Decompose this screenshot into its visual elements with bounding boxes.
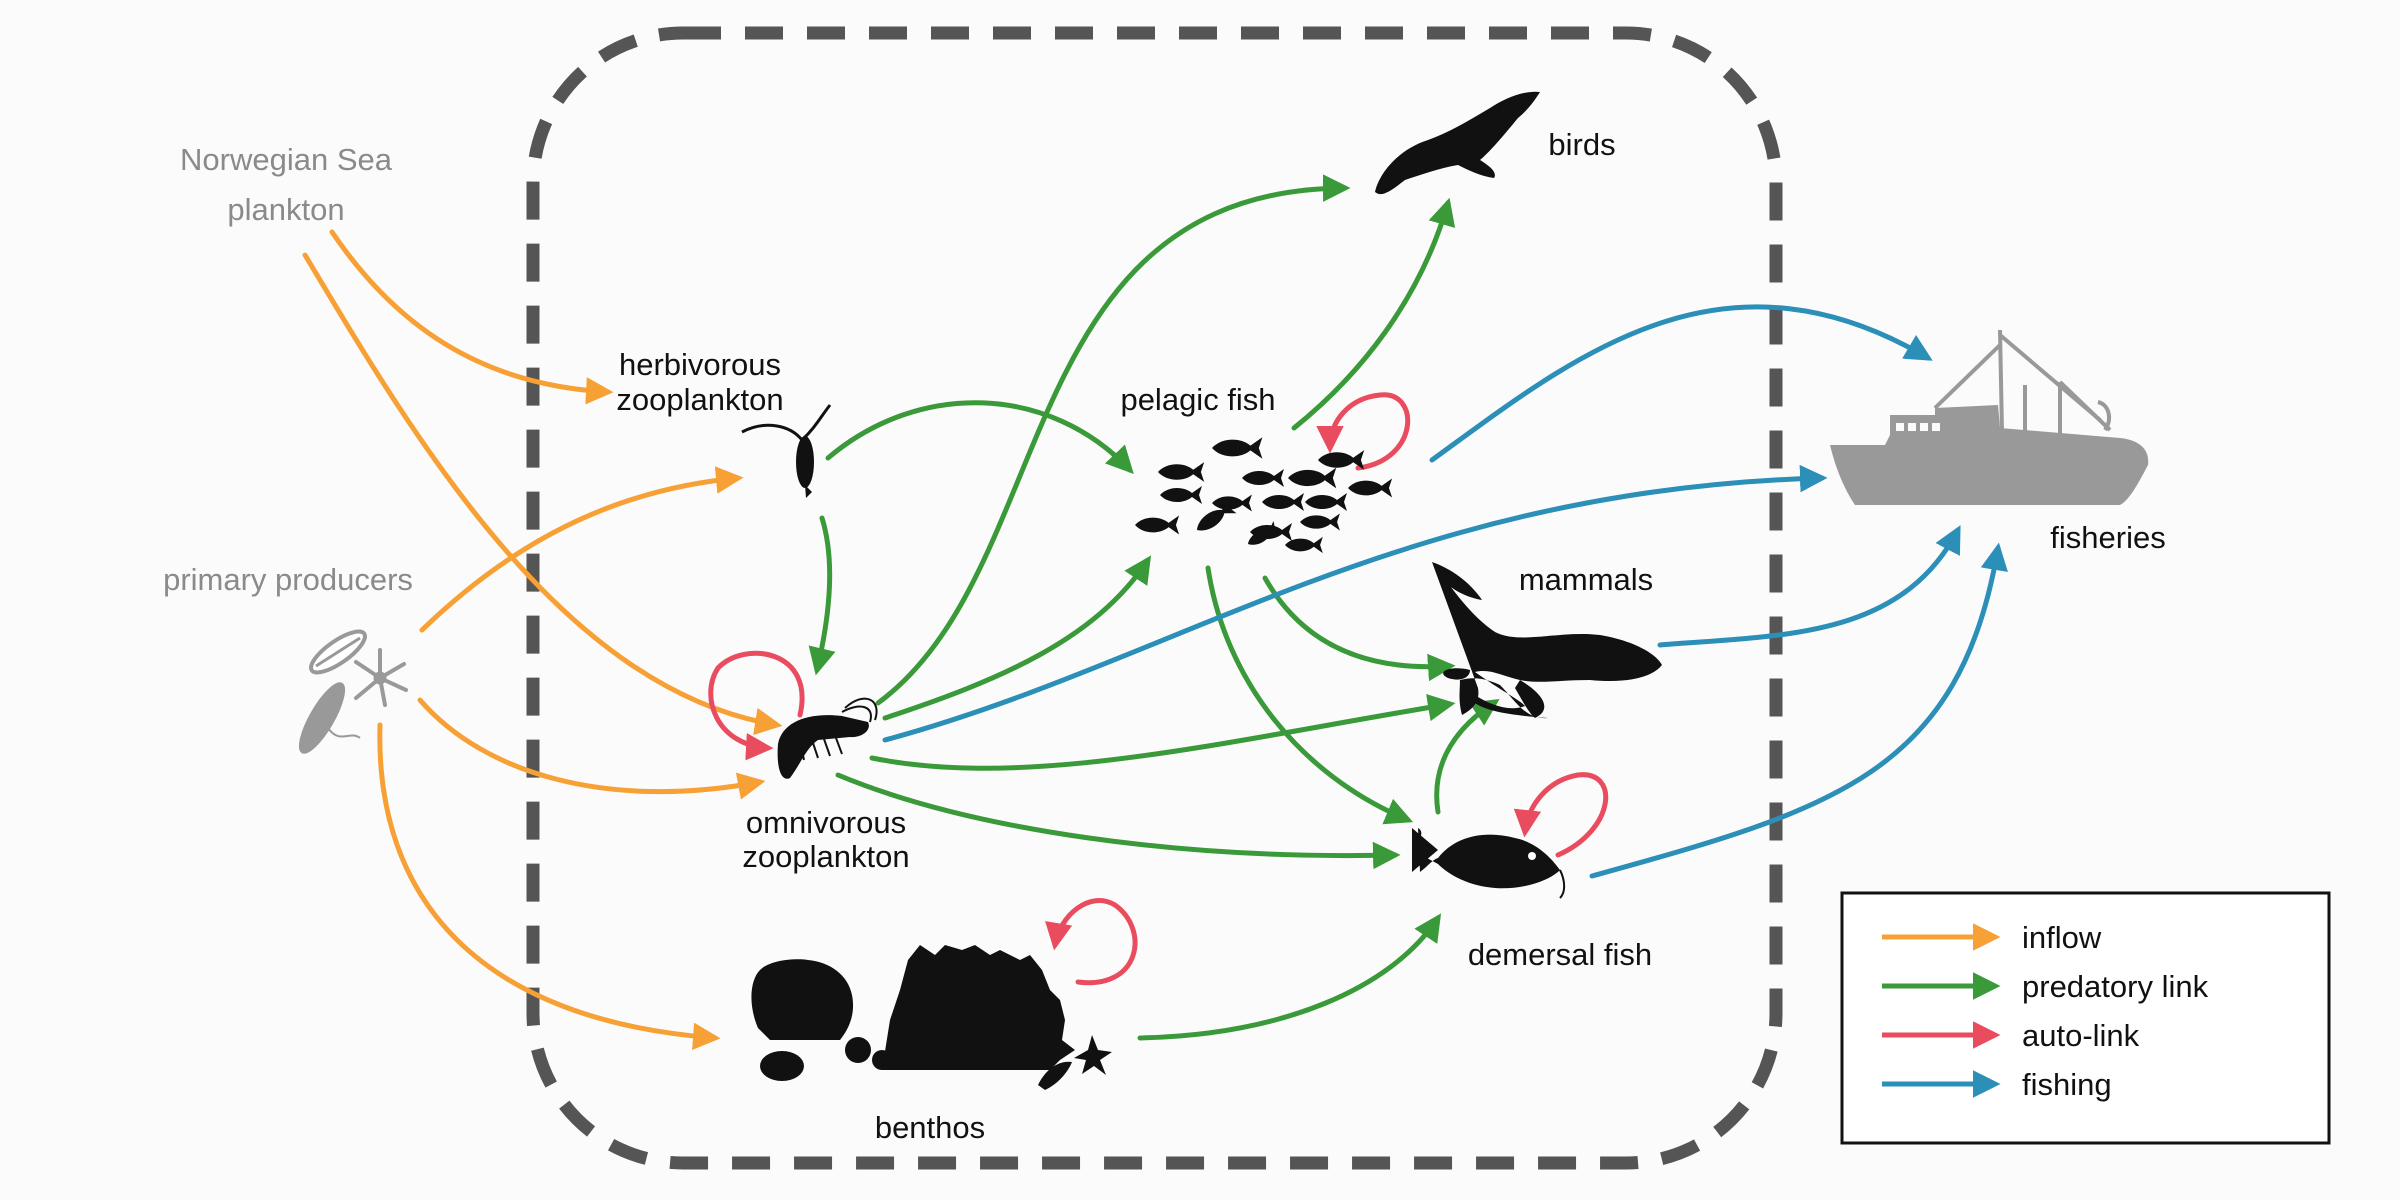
auto-link-pelagic <box>1316 392 1411 471</box>
omnivorous-to-mammals <box>869 693 1456 771</box>
benthos-label: benthos <box>875 1110 985 1145</box>
pelagic-to-birds <box>1291 197 1456 431</box>
fishing-demersal <box>1589 542 2008 879</box>
legend-label-predatory: predatory link <box>2022 969 2209 1004</box>
copepod-icon <box>741 404 832 498</box>
legend-label-inflow: inflow <box>2022 920 2102 955</box>
demersal-fish-icon <box>1412 828 1566 899</box>
omnivorous-label-line1: omnivorous <box>746 805 906 840</box>
benthos-to-demersal <box>1137 913 1442 1041</box>
norwegian-sea-label-line2: plankton <box>227 192 344 227</box>
inflow-arrows <box>302 229 783 1051</box>
legend-label-auto: auto-link <box>2022 1018 2140 1053</box>
herbivorous-label-line1: herbivorous <box>619 347 781 382</box>
inflow-producers-to-omnivorous <box>417 697 766 800</box>
inflow-producers-to-benthos <box>377 722 721 1051</box>
demersal-to-mammals <box>1434 698 1500 815</box>
benthos-icon <box>751 945 1112 1090</box>
demersal-fish-label: demersal fish <box>1468 937 1652 972</box>
fishing-mammals <box>1657 525 1961 648</box>
inflow-norwegian-to-herbivorous <box>329 229 614 405</box>
omnivorous-to-birds <box>875 174 1351 706</box>
fishing-omnivorous <box>882 464 1828 743</box>
mammals-label: mammals <box>1519 562 1653 597</box>
predatory-arrows <box>808 174 1500 1041</box>
pelagic-fish-school-icon <box>1135 437 1393 554</box>
herbivorous-to-pelagic <box>825 400 1134 475</box>
pelagic-to-demersal <box>1205 565 1414 825</box>
whale-icon <box>1432 562 1662 719</box>
fishing-arrows <box>882 304 2008 879</box>
omnivorous-to-demersal <box>835 772 1401 870</box>
omnivorous-to-pelagic <box>882 555 1152 721</box>
auto-link-demersal <box>1513 772 1609 858</box>
inflow-producers-to-herbivorous <box>419 466 744 633</box>
bird-icon <box>1375 91 1540 195</box>
omnivorous-label-line2: zooplankton <box>742 839 909 874</box>
krill-icon <box>777 697 878 779</box>
legend-label-fishing: fishing <box>2022 1067 2112 1102</box>
pelagic-to-mammals <box>1262 575 1456 682</box>
auto-link-benthos <box>1045 898 1138 986</box>
herbivorous-to-omnivorous <box>808 515 836 676</box>
fisheries-label: fisheries <box>2050 520 2165 555</box>
fishing-boat-icon <box>1830 329 2149 505</box>
pelagic-fish-label: pelagic fish <box>1120 382 1275 417</box>
auto-link-arrows <box>708 392 1609 986</box>
norwegian-sea-label-line1: Norwegian Sea <box>180 142 393 177</box>
legend: inflow predatory link auto-link fishing <box>1840 891 2331 1145</box>
ecosystem-boundary <box>526 26 1783 1170</box>
auto-link-omnivorous <box>708 650 805 761</box>
herbivorous-label-line2: zooplankton <box>616 382 783 417</box>
birds-label: birds <box>1548 127 1615 162</box>
fishing-pelagic <box>1429 304 1933 463</box>
primary-producers-icon <box>298 629 408 754</box>
primary-producers-label: primary producers <box>163 562 413 597</box>
inflow-norwegian-to-omnivorous <box>302 252 783 736</box>
